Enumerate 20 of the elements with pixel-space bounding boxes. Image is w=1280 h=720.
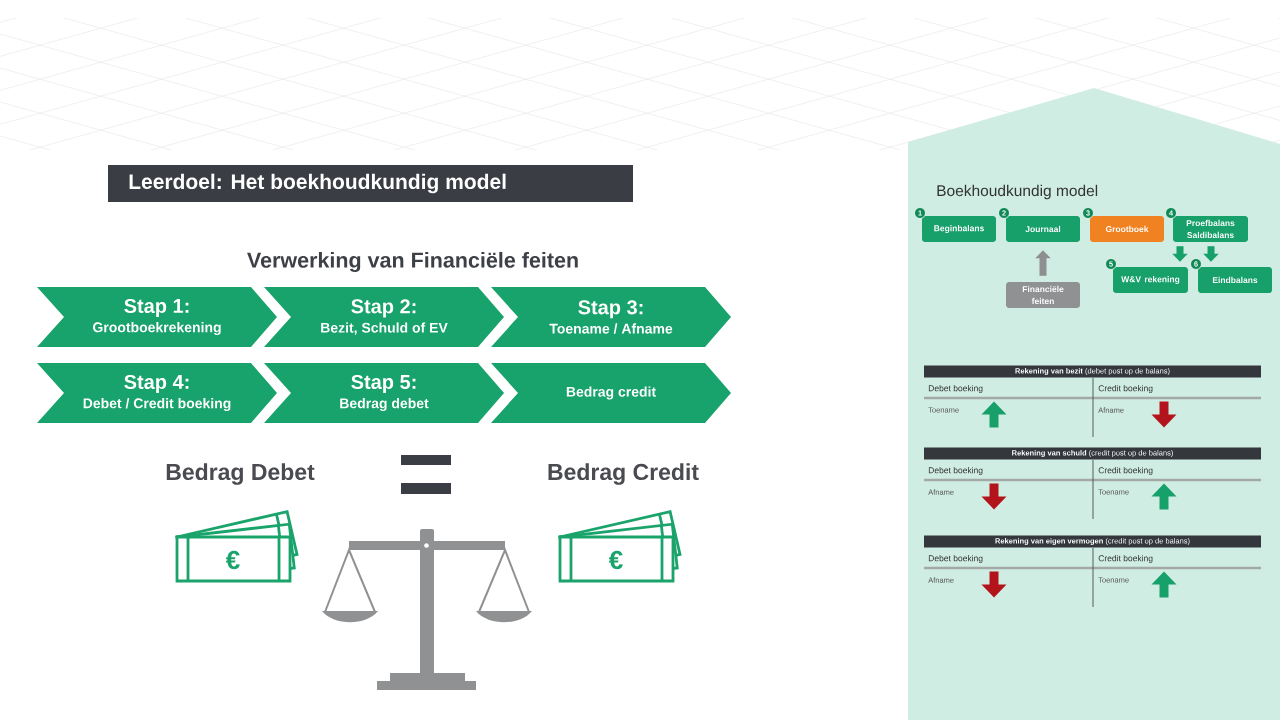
process-box: Journaal [1006, 216, 1080, 242]
chevron-step: Stap 5: Bedrag debet [264, 363, 504, 423]
title-banner: Leerdoel: Het boekhoudkundig model [108, 165, 633, 202]
panel-heading: Boekhoudkundig model [937, 184, 1098, 200]
amount-heading: Bedrag Debet [166, 463, 315, 485]
euro-sign: € [225, 550, 240, 570]
process-box: Proefbalans Saldibalans [1173, 216, 1248, 242]
process-box: Eindbalans [1198, 267, 1272, 293]
chevron-step: Stap 4: Debet / Credit boeking [37, 363, 277, 423]
chevron-step: Bedrag credit [491, 363, 731, 423]
section-heading: Verwerking van Financiële feiten [247, 251, 578, 273]
amount-heading: Bedrag Credit [548, 463, 699, 485]
chevron-step: Stap 2: Bezit, Schuld of EV [264, 287, 504, 347]
chevron-step: Stap 1: Grootboekrekening [37, 287, 277, 347]
process-box: Grootboek [1090, 216, 1164, 242]
process-box: Financiële feiten [1006, 282, 1080, 308]
euro-sign: € [608, 550, 623, 570]
chevron-step: Stap 3: Toename / Afname [491, 287, 731, 347]
process-box: Beginbalans [922, 216, 996, 242]
process-box: W&V rekening [1113, 267, 1188, 293]
